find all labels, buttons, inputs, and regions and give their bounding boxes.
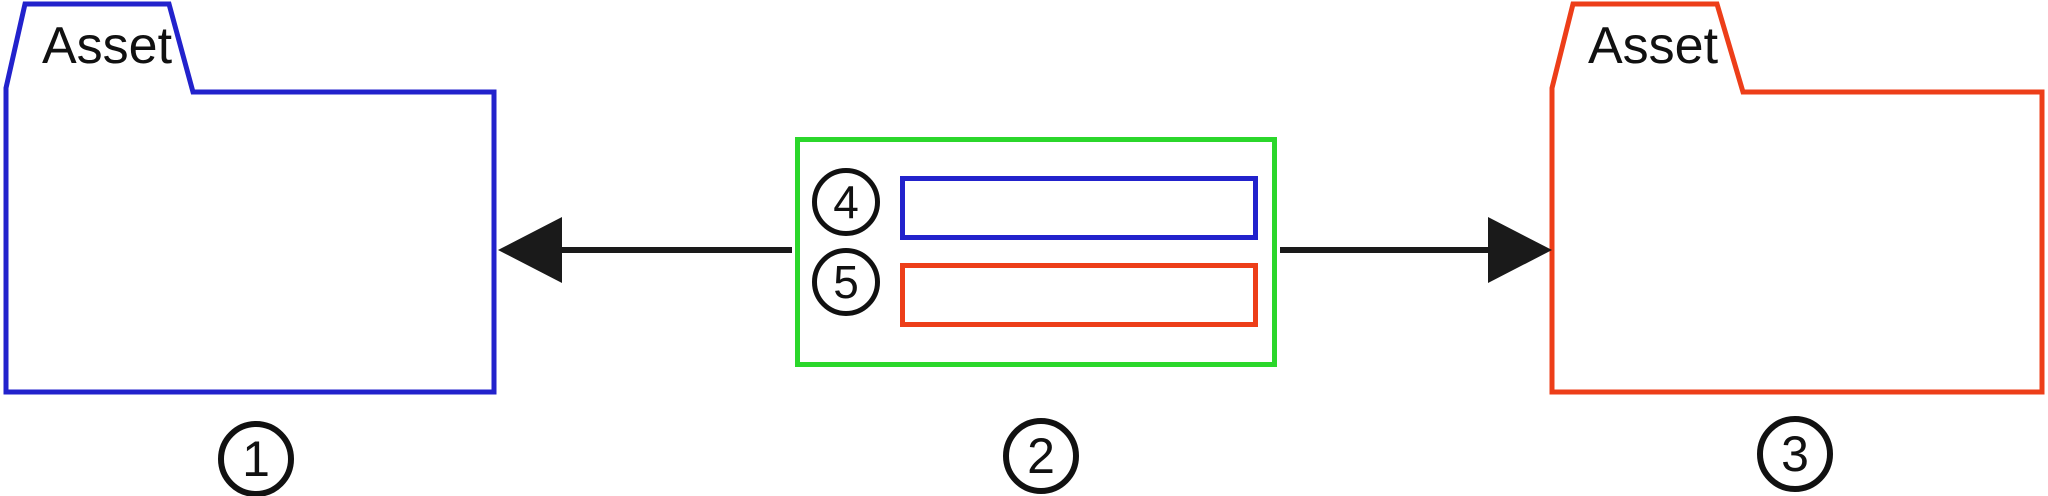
target-folder-label: Asset	[1588, 17, 1719, 75]
right-arrowhead-icon	[1488, 217, 1552, 283]
target-folder-shape	[1549, 1, 2045, 395]
badge-2: 2	[1003, 418, 1079, 494]
badge-4: 4	[812, 168, 880, 236]
left-arrowhead-icon	[498, 217, 562, 283]
mapping-row-source-rect	[900, 176, 1258, 240]
source-folder-shape	[3, 1, 497, 395]
mapping-row-target-rect	[900, 263, 1258, 327]
source-folder-label: Asset	[42, 17, 173, 75]
badge-1: 1	[218, 421, 294, 496]
badge-3: 3	[1757, 416, 1833, 492]
mapping-box	[795, 137, 1277, 367]
badge-5: 5	[812, 248, 880, 316]
